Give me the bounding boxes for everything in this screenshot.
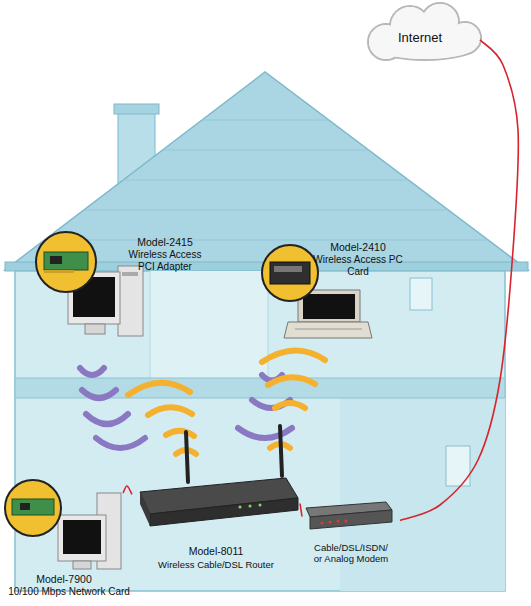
pci-card bbox=[44, 252, 88, 270]
laptop-screen bbox=[303, 294, 355, 319]
wave bbox=[275, 403, 305, 408]
inset-circle bbox=[262, 245, 318, 301]
network-card bbox=[12, 499, 54, 515]
device-node: Model-790010/100 Mbps Network Card bbox=[5, 478, 123, 603]
cable-line bbox=[400, 40, 518, 521]
inner-wall bbox=[150, 271, 151, 378]
router-side bbox=[140, 492, 150, 526]
wireless-waves-orange bbox=[128, 350, 325, 454]
keyboard bbox=[295, 329, 362, 330]
wave bbox=[80, 368, 104, 375]
led bbox=[321, 522, 324, 525]
device-node: Model-2415Wireless Access PCI Adapter bbox=[35, 232, 205, 344]
wave bbox=[238, 428, 292, 438]
led bbox=[337, 520, 340, 523]
antenna bbox=[280, 426, 282, 476]
modem-front bbox=[310, 510, 392, 529]
wave bbox=[262, 350, 325, 362]
monitor-stand bbox=[73, 561, 91, 569]
window bbox=[410, 278, 432, 310]
wave bbox=[86, 414, 128, 424]
chip bbox=[20, 503, 30, 510]
wave bbox=[148, 407, 192, 415]
modem-leds bbox=[321, 520, 348, 525]
device-node: Model-2410Wireless Access PC Card bbox=[262, 237, 412, 342]
wave bbox=[96, 438, 145, 448]
model-label: Model-2410 bbox=[313, 241, 403, 254]
floor-slab bbox=[15, 378, 505, 398]
pc-card bbox=[270, 262, 310, 284]
roof-line bbox=[44, 240, 488, 241]
drive-slot bbox=[122, 272, 138, 276]
pc-tower bbox=[118, 266, 143, 336]
description-label: Wireless Cable/DSL Router bbox=[132, 559, 300, 570]
monitor-screen bbox=[63, 520, 101, 554]
roof-line bbox=[202, 120, 329, 121]
led bbox=[249, 505, 252, 508]
modem-node: Cable/DSL/ISDN/ or Analog Modem bbox=[302, 497, 400, 575]
wave bbox=[128, 383, 190, 395]
wave bbox=[82, 390, 116, 398]
description-label: Wireless Access PCI Adapter bbox=[120, 249, 210, 273]
description-label: 10/100 Mbps Network Card bbox=[2, 586, 136, 598]
inset-circle bbox=[5, 480, 61, 536]
roof-line bbox=[123, 180, 408, 181]
device-label: Cable/DSL/ISDN/ or Analog Modem bbox=[309, 542, 393, 565]
led bbox=[239, 506, 242, 509]
card-contacts bbox=[44, 270, 74, 273]
wave bbox=[166, 431, 194, 436]
card-label bbox=[274, 266, 302, 272]
chip bbox=[50, 256, 62, 264]
router-front bbox=[150, 498, 298, 526]
wave bbox=[268, 377, 315, 385]
upstairs-room bbox=[150, 271, 268, 378]
cloud-node: Internet bbox=[360, 8, 480, 66]
cable-line bbox=[123, 486, 132, 494]
led bbox=[329, 521, 332, 524]
led bbox=[259, 504, 262, 507]
antenna bbox=[186, 432, 188, 482]
window bbox=[446, 446, 470, 486]
model-label: Model-2415 bbox=[120, 236, 210, 249]
inset-circle bbox=[36, 232, 96, 292]
roof-line bbox=[163, 150, 369, 151]
roof-line bbox=[84, 210, 448, 211]
chimney-cap bbox=[114, 104, 159, 114]
laptop-base bbox=[284, 322, 372, 338]
router-leds bbox=[239, 504, 262, 509]
house-wall bbox=[15, 271, 505, 591]
roof-lines bbox=[44, 120, 488, 240]
model-label: Model-8011 bbox=[132, 545, 300, 558]
description-label: Wireless Access PC Card bbox=[313, 254, 403, 278]
router-node: Model-8011Wireless Cable/DSL Router bbox=[132, 445, 300, 575]
cloud-label: Internet bbox=[360, 30, 480, 46]
model-label: Model-7900 bbox=[5, 573, 123, 586]
cable-line bbox=[300, 504, 302, 517]
monitor bbox=[58, 515, 106, 561]
monitor-stand bbox=[85, 324, 105, 334]
led bbox=[345, 520, 348, 523]
